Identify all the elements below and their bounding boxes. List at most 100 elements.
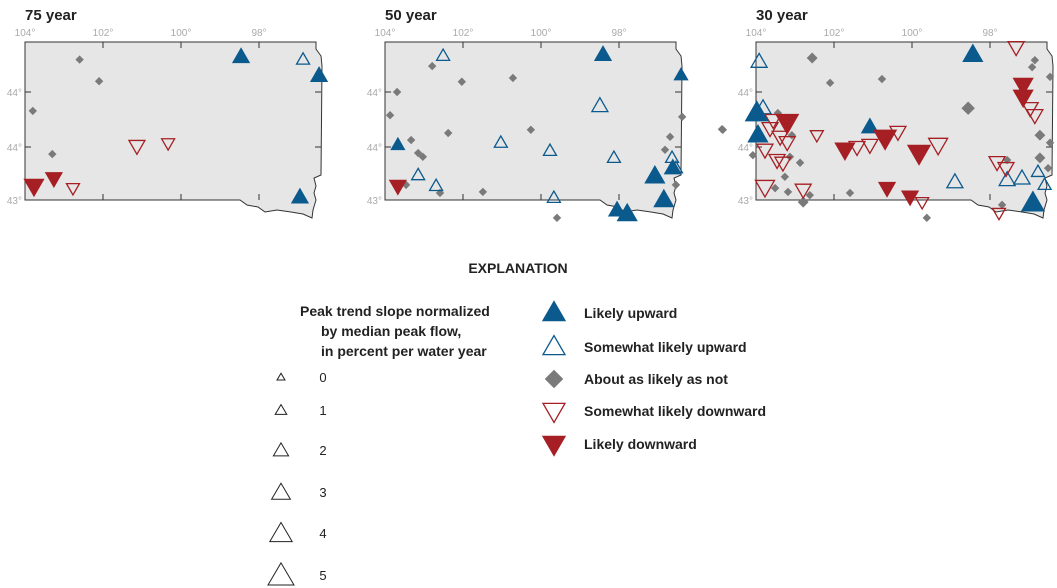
legend-category-label: Likely upward bbox=[584, 305, 677, 321]
legend-symbol-su-icon bbox=[541, 334, 567, 356]
site-marker-ld bbox=[1012, 77, 1034, 97]
site-marker-su bbox=[1012, 168, 1032, 185]
site-marker-lu bbox=[390, 136, 406, 151]
site-marker-n bbox=[922, 213, 932, 223]
latitude-label: 44° bbox=[7, 88, 22, 99]
latitude-label: 43° bbox=[7, 196, 22, 207]
longitude-label: 104° bbox=[15, 28, 36, 39]
site-marker-sd bbox=[794, 183, 813, 200]
site-marker-ld bbox=[775, 113, 800, 136]
site-marker-n bbox=[1045, 138, 1055, 147]
site-marker-ld bbox=[23, 178, 45, 198]
site-marker-n bbox=[1030, 55, 1040, 65]
site-marker-sd bbox=[927, 137, 949, 157]
site-marker-n bbox=[478, 187, 488, 197]
site-marker-n bbox=[413, 148, 423, 158]
site-marker-su bbox=[590, 96, 610, 113]
site-marker-ld bbox=[872, 129, 898, 151]
site-marker-n bbox=[94, 77, 104, 86]
site-marker-n bbox=[997, 200, 1007, 210]
latitude-label: 44° bbox=[7, 143, 22, 154]
site-marker-n bbox=[748, 150, 758, 160]
site-marker-su bbox=[295, 51, 311, 65]
site-marker-n bbox=[961, 101, 975, 115]
site-marker-lu bbox=[309, 66, 329, 83]
site-marker-n bbox=[526, 125, 536, 134]
size-symbol-icon bbox=[267, 561, 295, 586]
site-marker-su bbox=[542, 142, 558, 157]
site-marker-n bbox=[392, 87, 402, 97]
site-marker-lu bbox=[653, 188, 675, 208]
site-marker-n bbox=[1027, 62, 1037, 72]
site-marker-sd bbox=[767, 153, 787, 170]
site-marker-lu bbox=[1020, 190, 1046, 212]
site-marker-sd bbox=[778, 136, 797, 152]
site-marker-n bbox=[1034, 129, 1046, 141]
latitude-label: 44° bbox=[738, 88, 753, 99]
site-marker-lu bbox=[607, 200, 627, 217]
latitude-label: 44° bbox=[367, 143, 382, 154]
site-marker-sd bbox=[771, 130, 790, 147]
site-marker-lu bbox=[663, 158, 682, 175]
site-marker-lu bbox=[616, 202, 638, 222]
site-marker-sd bbox=[914, 196, 930, 211]
site-marker-n bbox=[1045, 72, 1055, 82]
size-legend-heading: in percent per water year bbox=[321, 343, 487, 359]
legend-category-label: About as likely as not bbox=[584, 371, 728, 387]
site-marker-n bbox=[806, 52, 818, 64]
legend-category-label: Likely downward bbox=[584, 436, 697, 452]
site-marker-n bbox=[406, 135, 416, 145]
longitude-label: 98° bbox=[982, 28, 997, 39]
site-marker-n bbox=[1034, 152, 1046, 164]
site-marker-sd bbox=[760, 121, 780, 138]
site-marker-ld bbox=[877, 181, 897, 198]
site-marker-lu bbox=[644, 165, 666, 184]
site-marker-n bbox=[795, 158, 805, 167]
site-marker-su bbox=[428, 177, 444, 192]
site-marker-lu bbox=[290, 187, 310, 204]
site-marker-sd bbox=[996, 161, 1016, 178]
site-marker-sd bbox=[754, 179, 776, 199]
site-marker-n bbox=[385, 111, 395, 120]
map-title: 50 year bbox=[385, 7, 437, 24]
site-marker-sd bbox=[65, 182, 81, 197]
site-marker-sd bbox=[755, 143, 775, 160]
legend-category-label: Somewhat likely upward bbox=[584, 339, 747, 355]
site-marker-n bbox=[671, 180, 681, 190]
longitude-label: 100° bbox=[171, 28, 192, 39]
size-label: 0 bbox=[319, 370, 326, 385]
longitude-label: 104° bbox=[746, 28, 767, 39]
map-title: 30 year bbox=[756, 7, 808, 24]
site-marker-su bbox=[493, 134, 509, 148]
legend-symbol-lu-icon bbox=[541, 300, 567, 322]
site-marker-n bbox=[508, 73, 518, 83]
longitude-label: 102° bbox=[93, 28, 114, 39]
legend-symbol-n-icon bbox=[544, 369, 564, 389]
site-marker-n bbox=[770, 183, 780, 193]
site-marker-su bbox=[606, 149, 622, 164]
size-legend-heading: by median peak flow, bbox=[321, 323, 461, 339]
site-marker-n bbox=[845, 188, 855, 198]
longitude-label: 104° bbox=[375, 28, 396, 39]
site-marker-n bbox=[660, 145, 670, 154]
site-marker-ld bbox=[1012, 89, 1034, 109]
site-marker-lu bbox=[231, 47, 251, 64]
site-marker-su bbox=[435, 47, 451, 61]
legend-title: EXPLANATION bbox=[468, 260, 567, 276]
size-label: 2 bbox=[319, 443, 326, 458]
longitude-label: 98° bbox=[611, 28, 626, 39]
site-marker-lu bbox=[747, 123, 769, 143]
site-marker-su bbox=[410, 167, 426, 181]
site-marker-n bbox=[1043, 163, 1053, 173]
size-symbol-icon bbox=[272, 441, 290, 457]
site-marker-n bbox=[418, 152, 428, 161]
longitude-label: 100° bbox=[902, 28, 923, 39]
site-marker-n bbox=[665, 132, 675, 142]
site-marker-sd bbox=[809, 130, 825, 144]
site-marker-n bbox=[718, 125, 728, 134]
map-title: 75 year bbox=[25, 7, 77, 24]
site-marker-su bbox=[749, 52, 769, 68]
